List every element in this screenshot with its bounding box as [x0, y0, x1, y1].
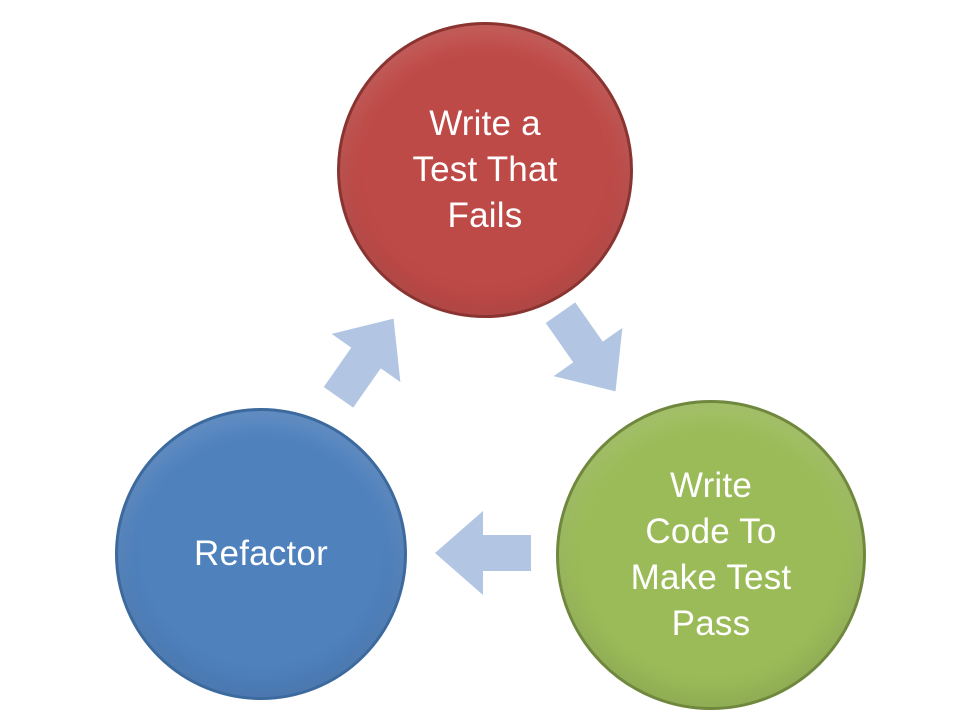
- label-line: Pass: [671, 604, 751, 644]
- label-line: Code To: [645, 511, 777, 551]
- arrow-test-to-code-icon: [545, 302, 623, 392]
- label-line: Refactor: [194, 533, 328, 573]
- label-line: Write a: [429, 103, 541, 143]
- node-write-code-to-pass: Write Code To Make Test Pass: [556, 400, 866, 710]
- node-write-failing-test: Write a Test That Fails: [337, 22, 633, 318]
- label-line: Make Test: [630, 558, 792, 597]
- label-line: Write: [669, 465, 752, 505]
- label-line: Test That: [412, 149, 558, 189]
- arrow-refactor-to-test-icon: [323, 318, 401, 408]
- node-refactor: Refactor: [115, 408, 407, 700]
- label-line: Fails: [447, 196, 523, 236]
- node-write-failing-test-label: Write a Test That Fails: [412, 101, 557, 240]
- node-refactor-label: Refactor: [194, 531, 328, 577]
- arrow-code-to-refactor-icon: [435, 511, 531, 595]
- node-write-code-to-pass-label: Write Code To Make Test Pass: [631, 463, 792, 648]
